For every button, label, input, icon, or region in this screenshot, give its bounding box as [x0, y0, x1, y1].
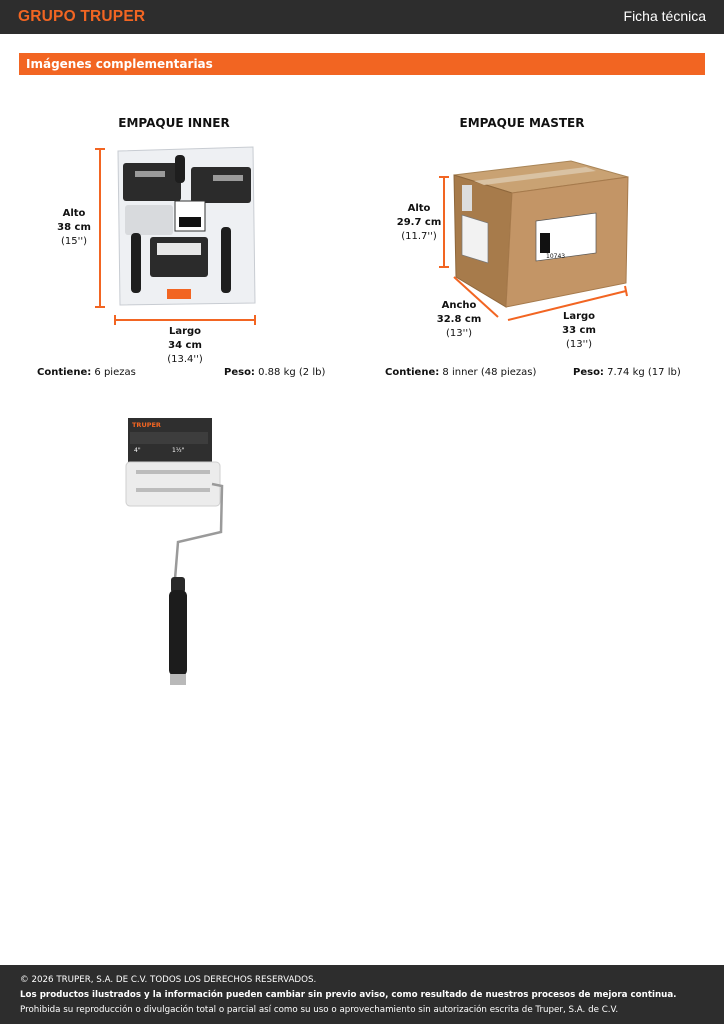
master-package-title: EMPAQUE MASTER — [459, 116, 585, 130]
master-peso: Peso: 7.74 kg (17 lb) — [573, 367, 681, 378]
master-contiene: Contiene: 8 inner (48 piezas) — [385, 367, 536, 378]
inner-contiene-value: 6 piezas — [94, 367, 136, 378]
paint-roller-product-image: TRUPER 4" 1½" — [125, 418, 224, 685]
section-heading-bar: Imágenes complementarias — [19, 53, 705, 75]
master-largo-inches: (13'') — [565, 339, 593, 350]
document-title: Ficha técnica — [623, 8, 706, 24]
master-ancho-value: 32.8 cm — [436, 314, 482, 325]
roller-size-a: 4" — [134, 447, 141, 454]
master-contiene-label: Contiene: — [385, 367, 440, 378]
master-alto-dimension: Alto 29.7 cm (11.7'') — [390, 202, 448, 244]
section-title: Imágenes complementarias — [26, 57, 213, 71]
inner-package-title: EMPAQUE INNER — [118, 116, 230, 130]
master-alto-value: 29.7 cm — [396, 217, 442, 228]
inner-peso-value: 0.88 kg (2 lb) — [258, 367, 326, 378]
master-box-image: 10743 — [439, 160, 629, 321]
inner-largo-label: Largo — [168, 326, 202, 337]
master-ancho-inches: (13'') — [445, 328, 473, 339]
inner-largo-value: 34 cm — [168, 340, 202, 351]
footer: © 2026 TRUPER, S.A. DE C.V. TODOS LOS DE… — [0, 965, 724, 1024]
inner-largo-dimension: Largo 34 cm (13.4'') — [155, 325, 215, 367]
master-largo-dimension: Largo 33 cm (13'') — [550, 310, 608, 352]
inner-alto-dimension: Alto 38 cm (15'') — [50, 207, 98, 249]
inner-alto-label: Alto — [62, 208, 86, 219]
inner-peso: Peso: 0.88 kg (2 lb) — [224, 367, 325, 378]
master-largo-label: Largo — [562, 311, 596, 322]
footer-copyright: © 2026 TRUPER, S.A. DE C.V. TODOS LOS DE… — [20, 975, 317, 985]
inner-alto-value: 38 cm — [57, 222, 91, 233]
inner-contiene: Contiene: 6 piezas — [37, 367, 136, 378]
master-contiene-value: 8 inner (48 piezas) — [442, 367, 537, 378]
inner-package-image — [95, 146, 256, 325]
grupo-truper-logo: GRUPO TRUPER — [18, 8, 146, 25]
inner-alto-inches: (15'') — [60, 236, 88, 247]
roller-brand-text: TRUPER — [132, 421, 161, 429]
inner-peso-label: Peso: — [224, 367, 255, 378]
master-alto-label: Alto — [407, 203, 431, 214]
box-code-text: 10743 — [546, 253, 565, 260]
roller-size-b: 1½" — [172, 447, 185, 454]
master-largo-value: 33 cm — [562, 325, 596, 336]
master-ancho-label: Ancho — [441, 300, 477, 311]
master-peso-value: 7.74 kg (17 lb) — [607, 367, 681, 378]
master-ancho-dimension: Ancho 32.8 cm (13'') — [428, 299, 490, 341]
top-header-bar: GRUPO TRUPER Ficha técnica — [0, 0, 724, 34]
inner-largo-inches: (13.4'') — [167, 354, 203, 365]
inner-contiene-label: Contiene: — [37, 367, 92, 378]
master-alto-inches: (11.7'') — [401, 231, 437, 242]
master-peso-label: Peso: — [573, 367, 604, 378]
footer-legal: Prohibida su reproducción o divulgación … — [20, 1005, 619, 1015]
footer-disclaimer: Los productos ilustrados y la informació… — [20, 990, 677, 1000]
